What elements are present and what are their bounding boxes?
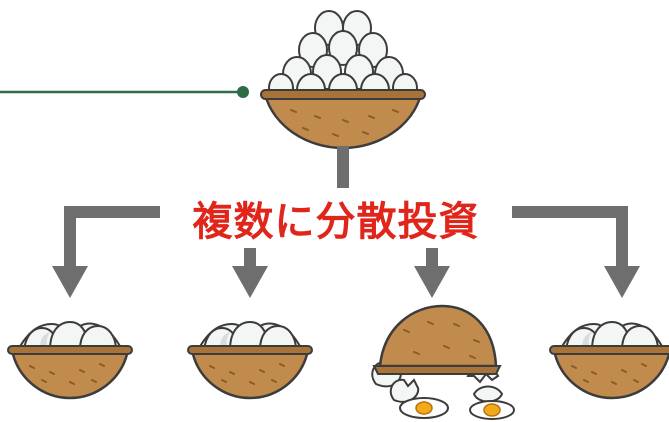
- egg-basket-icon: [6, 320, 134, 400]
- dropped-basket-broken-eggs-icon: [371, 304, 515, 420]
- egg-basket-full-icon: [260, 10, 426, 150]
- connector-dot: [237, 86, 249, 98]
- egg-basket-icon: [548, 320, 669, 400]
- egg-basket-icon: [186, 320, 314, 400]
- diversify-caption: 複数に分散投資: [160, 188, 512, 248]
